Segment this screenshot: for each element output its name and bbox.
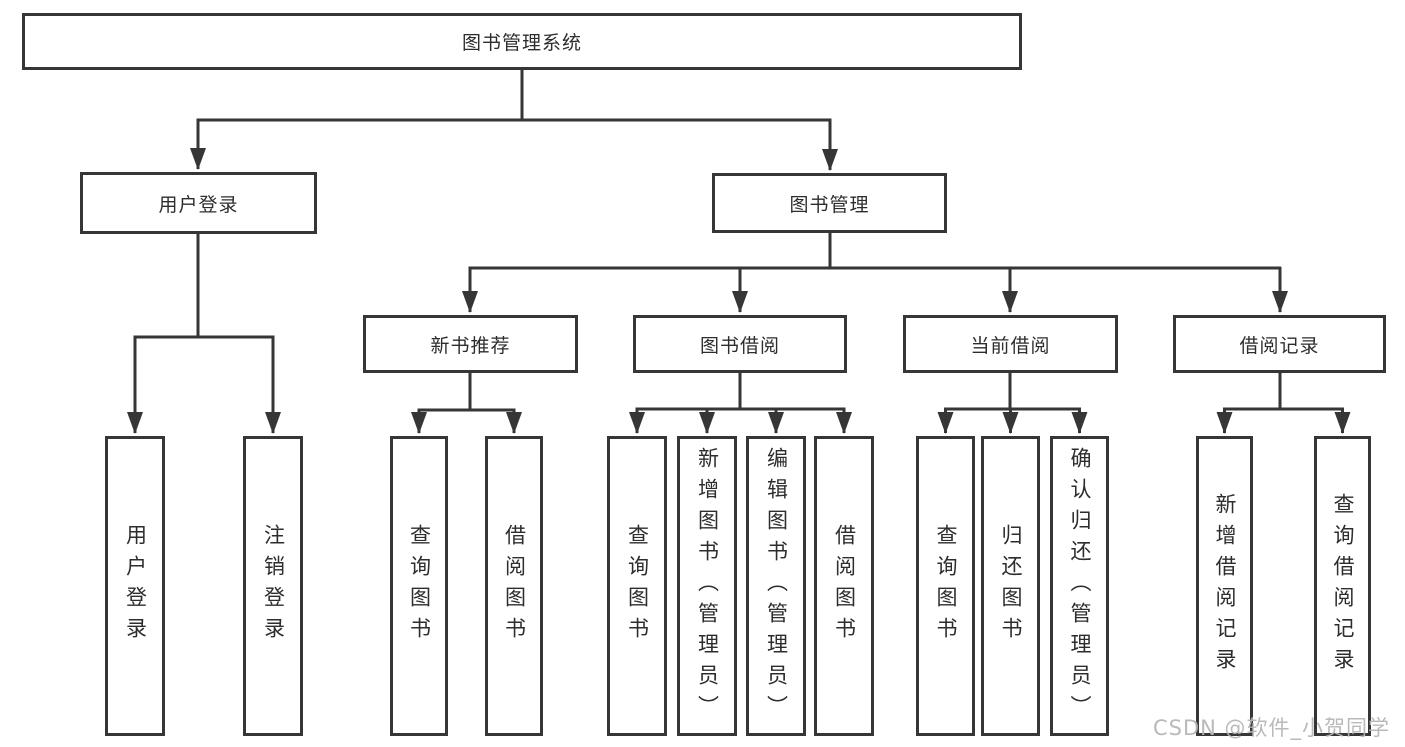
leaf-nbr-borrow-books-label: 借阅图书 xyxy=(502,524,527,648)
leaf-bb-edit-books-admin-label: 编辑图书（管理员） xyxy=(764,446,789,726)
leaf-nbr-borrow-books: 借阅图书 xyxy=(485,436,543,736)
node-borrowing-records: 借阅记录 xyxy=(1173,315,1386,373)
leaf-cb-confirm-return-admin-label: 确认归还（管理员） xyxy=(1068,446,1092,726)
leaf-br-add-record: 新增借阅记录 xyxy=(1196,436,1253,736)
leaf-bb-query-books: 查询图书 xyxy=(607,436,667,736)
node-new-book-recommendation: 新书推荐 xyxy=(363,315,578,373)
leaf-cb-query-books: 查询图书 xyxy=(916,436,975,736)
leaf-user-login-label: 用户登录 xyxy=(123,524,148,648)
node-user-login: 用户登录 xyxy=(80,172,317,234)
leaf-cb-query-books-label: 查询图书 xyxy=(934,524,958,648)
leaf-nbr-query-books: 查询图书 xyxy=(390,436,448,736)
leaf-bb-borrow-books-label: 借阅图书 xyxy=(832,524,857,648)
node-borrowing-records-label: 借阅记录 xyxy=(1239,334,1320,357)
node-book-management-label: 图书管理 xyxy=(789,193,870,216)
node-current-borrowing-label: 当前借阅 xyxy=(970,334,1051,357)
node-user-login-label: 用户登录 xyxy=(158,193,239,216)
node-book-borrowing: 图书借阅 xyxy=(633,315,847,373)
leaf-user-login: 用户登录 xyxy=(105,436,165,736)
node-book-management: 图书管理 xyxy=(712,173,947,233)
node-book-borrowing-label: 图书借阅 xyxy=(699,334,780,357)
leaf-cb-return-books: 归还图书 xyxy=(981,436,1040,736)
watermark: CSDN @软件_小贺同学 xyxy=(1153,716,1391,740)
leaf-br-query-record: 查询借阅记录 xyxy=(1314,436,1371,736)
leaf-logout-label: 注销登录 xyxy=(261,524,286,648)
node-new-book-recommendation-label: 新书推荐 xyxy=(430,334,511,357)
leaf-bb-query-books-label: 查询图书 xyxy=(625,524,650,648)
leaf-bb-add-books-admin-label: 新增图书（管理员） xyxy=(695,446,720,726)
leaf-br-query-record-label: 查询借阅记录 xyxy=(1331,493,1355,679)
leaf-cb-return-books-label: 归还图书 xyxy=(999,524,1023,648)
leaf-bb-borrow-books: 借阅图书 xyxy=(814,436,874,736)
leaf-br-add-record-label: 新增借阅记录 xyxy=(1213,493,1237,679)
leaf-logout: 注销登录 xyxy=(243,436,303,736)
node-root-label: 图书管理系统 xyxy=(461,32,582,54)
leaf-nbr-query-books-label: 查询图书 xyxy=(407,524,432,648)
node-root: 图书管理系统 xyxy=(22,13,1022,70)
node-current-borrowing: 当前借阅 xyxy=(903,315,1118,373)
leaf-bb-add-books-admin: 新增图书（管理员） xyxy=(677,436,737,736)
leaf-cb-confirm-return-admin: 确认归还（管理员） xyxy=(1050,436,1109,736)
leaf-bb-edit-books-admin: 编辑图书（管理员） xyxy=(746,436,806,736)
